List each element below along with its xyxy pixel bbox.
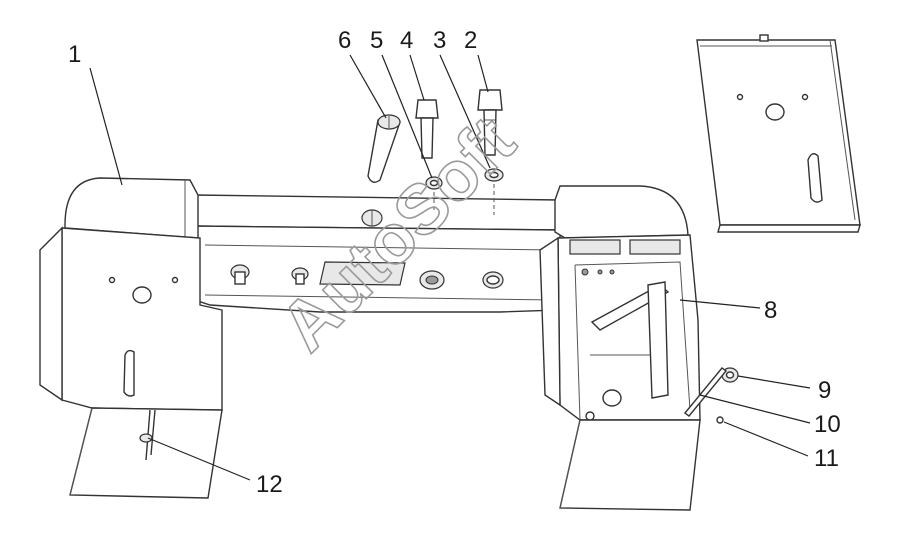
front-stud-2 (291, 267, 309, 285)
front-stud-1 (230, 264, 250, 285)
callout-3: 3 (433, 27, 446, 54)
callout-2: 2 (464, 27, 477, 54)
leader-lines (89, 54, 811, 481)
callout-11: 11 (814, 445, 839, 472)
pin-6 (367, 114, 401, 183)
callout-12: 12 (256, 471, 283, 498)
right-box (539, 234, 701, 511)
right-top-cap (554, 185, 689, 239)
callout-8: 8 (764, 297, 777, 324)
rod-10 (683, 367, 728, 417)
left-box (39, 226, 223, 499)
bolt-4 (415, 99, 439, 159)
left-top-cap (64, 177, 199, 239)
front-nut (419, 270, 445, 290)
callout-10: 10 (814, 411, 841, 438)
bolt-2 (477, 89, 503, 156)
nut-5 (425, 176, 443, 190)
callout-4: 4 (400, 27, 413, 54)
callout-9: 9 (818, 377, 831, 404)
callout-labels: 1 2 3 4 5 6 8 9 10 11 12 (68, 27, 841, 498)
washer-3 (484, 168, 504, 182)
callout-1: 1 (68, 41, 81, 68)
front-washer (482, 271, 504, 289)
callout-6: 6 (338, 27, 351, 54)
detached-cover-panel (696, 34, 861, 233)
callout-5: 5 (370, 27, 383, 54)
washer-11 (716, 416, 724, 424)
